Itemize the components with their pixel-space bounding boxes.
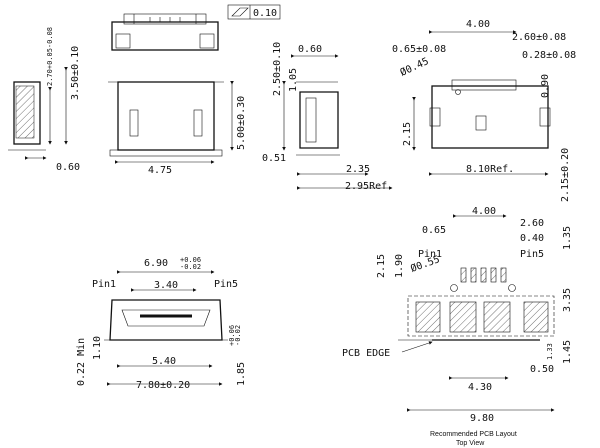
pcb-dim-4-30: 4.30 <box>468 382 492 393</box>
pcb-caption-2: Top View <box>456 440 485 447</box>
pcb-pin1-label: Pin1 <box>418 249 442 260</box>
pcb-dim-9-80: 9.80 <box>470 413 494 424</box>
pcb-dim-2-15: 2.15 <box>376 254 387 278</box>
pcb-dim-2-60: 2.60 <box>520 218 544 229</box>
dim-3-50-text: 3.50±0.10 <box>70 46 81 100</box>
pcb-hole-right <box>508 284 516 292</box>
pcb-hole-left <box>450 284 458 292</box>
dim-4-00-text: 4.00 <box>466 19 490 30</box>
dim-2-15-tol-text: 2.15±0.20 <box>560 148 571 202</box>
connector-top-view <box>111 13 219 51</box>
connector-side-view-mid: 0.60 2.50±0.10 1.05 0.51 2.35 2.95Ref. <box>262 42 393 192</box>
dim-2-50-text: 2.50±0.10 <box>272 42 283 96</box>
dim-1-05-text: 1.05 <box>288 68 299 92</box>
pcb-caption-1: Recommended PCB Layout <box>430 431 517 438</box>
dim-2-15-text: 2.15 <box>402 122 413 146</box>
dim-dia-0-45: Ø0.45 <box>398 55 430 79</box>
dim-7-80-text: 7.80±0.20 <box>136 380 190 391</box>
tolerance-value: 0.10 <box>253 8 277 19</box>
connector-side-view-left: 2.70+0.05-0.08 3.50±0.10 0.60 <box>8 27 81 173</box>
dim-width-text: 4.75 <box>148 165 172 176</box>
dim-0-60-text: 0.60 <box>56 162 80 173</box>
dim-1-10-text: 1.10 <box>92 336 103 360</box>
dim-0-65-text: 0.65±0.08 <box>392 44 446 55</box>
dim-0-51-text: 0.51 <box>262 153 286 164</box>
pcb-dim-0-40: 0.40 <box>520 233 544 244</box>
pcb-dim-0-50: 0.50 <box>530 364 554 375</box>
pcb-mount-pads <box>415 301 549 333</box>
dim-0-28-text: 0.28±0.08 <box>522 50 576 61</box>
connector-front-view-lower: 6.90 +0.06 -0.02 Pin1 Pin5 3.40 5.40 7.8… <box>76 256 247 391</box>
dim-0-90-text: 0.90 <box>540 74 551 98</box>
pcb-dim-1-90: 1.90 <box>394 254 405 278</box>
flatness-tolerance-frame: 0.10 <box>227 4 281 20</box>
pcb-pin5-label: Pin5 <box>520 249 544 260</box>
pcb-dim-0-65: 0.65 <box>422 225 446 236</box>
flatness-symbol-icon <box>231 7 249 17</box>
dim-0-22-text: 0.22 Min <box>76 338 87 386</box>
dim-2-70-text: 2.70+0.05-0.08 <box>46 27 54 86</box>
svg-text:-0.02: -0.02 <box>180 263 201 271</box>
dim-2-60-text: 2.60±0.08 <box>512 32 566 43</box>
dim-top-0-60: 0.60 <box>298 44 322 55</box>
dim-3-40-text: 3.40 <box>154 280 178 291</box>
dim-8-10-text: 8.10Ref. <box>466 164 514 175</box>
pcb-dim-1-33: 1.33 <box>546 343 554 360</box>
connector-top-right-view: 4.00 2.60±0.08 0.65±0.08 0.28±0.08 Ø0.45… <box>392 19 576 202</box>
svg-text:+0.06: +0.06 <box>180 256 201 264</box>
dim-2-35-text: 2.35 <box>346 164 370 175</box>
pcb-dim-3-35: 3.35 <box>562 288 573 312</box>
pcb-dim-1-45: 1.45 <box>562 340 573 364</box>
pin5-label: Pin5 <box>214 279 238 290</box>
dim-5-40-text: 5.40 <box>152 356 176 367</box>
dim-height-text: 5.00±0.30 <box>236 96 247 150</box>
pcb-signal-pads <box>460 267 507 283</box>
pcb-layout-view: 4.00 2.60 0.65 0.40 Pin1 Pin5 Ø0.55 2.15… <box>342 206 573 447</box>
pin1-label: Pin1 <box>92 279 116 290</box>
dim-6-90-text: 6.90 <box>144 258 168 269</box>
svg-text:-0.02: -0.02 <box>234 325 242 346</box>
pcb-dim-1-35: 1.35 <box>562 226 573 250</box>
pcb-edge-label: PCB EDGE <box>342 348 390 359</box>
dim-2-95-text: 2.95Ref. <box>345 181 393 192</box>
svg-text:+0.06: +0.06 <box>228 325 236 346</box>
dim-1-85-text: 1.85 <box>236 362 247 386</box>
pcb-dim-4-00: 4.00 <box>472 206 496 217</box>
connector-front-view-upper: 4.75 5.00±0.30 <box>108 81 247 176</box>
